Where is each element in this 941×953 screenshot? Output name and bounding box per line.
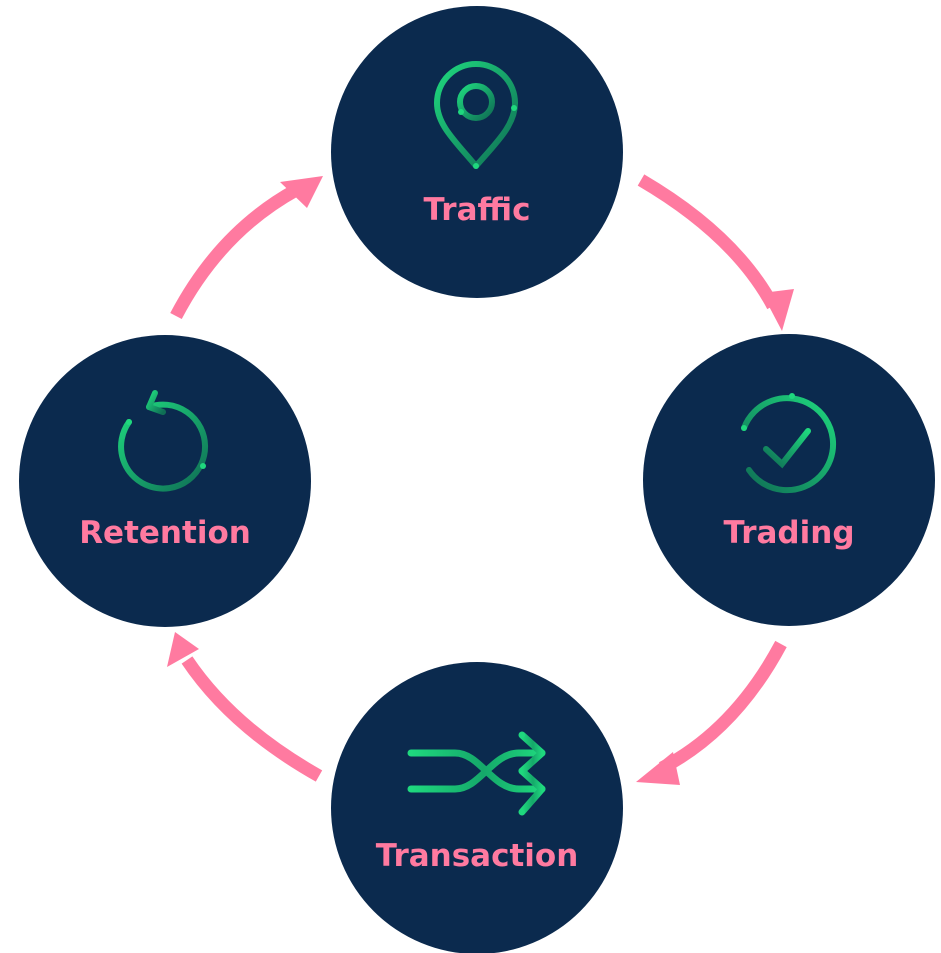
node-retention-circle [19, 335, 311, 627]
location-pin-icon [433, 61, 519, 169]
node-transaction-circle [331, 662, 623, 953]
check-circle-icon [741, 393, 837, 494]
arrow-retention-to-traffic [170, 176, 323, 320]
node-transaction-label: Transaction [376, 838, 579, 874]
arrow-trading-to-transaction [636, 640, 787, 785]
node-trading: Trading [643, 334, 935, 626]
node-retention-label: Retention [79, 515, 251, 551]
node-traffic-circle [331, 6, 623, 298]
shuffle-arrows-icon [407, 731, 546, 816]
refresh-icon [118, 390, 209, 492]
node-retention: Retention [19, 335, 311, 627]
node-transaction: Transaction [331, 662, 623, 953]
node-traffic-label: Traffic [424, 192, 531, 228]
arrow-traffic-to-trading [637, 174, 794, 331]
node-trading-label: Trading [723, 515, 854, 551]
arrow-transaction-to-retention [167, 632, 323, 782]
node-traffic: Traffic [331, 6, 623, 298]
node-trading-circle [643, 334, 935, 626]
